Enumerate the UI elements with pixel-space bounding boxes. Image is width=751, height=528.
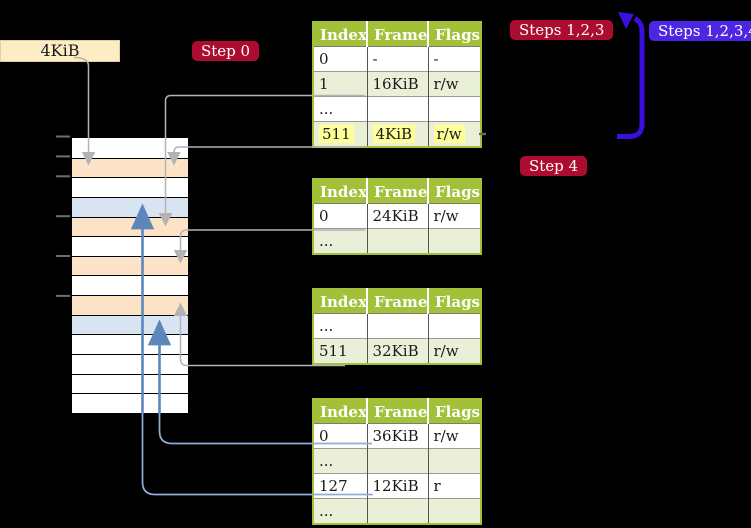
badge-steps-1-2-3-4: Steps 1,2,3,4 bbox=[649, 21, 751, 41]
column-header-flags: Flags bbox=[428, 22, 481, 47]
table-cell bbox=[367, 448, 429, 474]
memory-frame-peach bbox=[72, 255, 188, 276]
table-cell: 32KiB bbox=[367, 338, 429, 364]
table-cell: 127 bbox=[313, 473, 368, 499]
table-cell: 511 bbox=[313, 338, 368, 364]
memory-frame-peach bbox=[72, 295, 188, 315]
column-header-index: Index bbox=[313, 22, 368, 47]
table-cell: 0 bbox=[313, 203, 368, 229]
table-row: ... bbox=[313, 448, 481, 474]
memory-frame-white bbox=[72, 177, 188, 197]
table-cell: r/w bbox=[428, 423, 481, 449]
column-header-flags: Flags bbox=[428, 289, 481, 314]
memory-frame-white bbox=[72, 354, 188, 374]
column-header-flags: Flags bbox=[428, 399, 481, 424]
memory-frame-peach bbox=[72, 157, 188, 178]
memory-frame-blue bbox=[72, 196, 188, 217]
table-row: ... bbox=[313, 498, 481, 524]
strip-tick-marks bbox=[56, 135, 70, 297]
table-cell bbox=[367, 313, 429, 339]
table-cell: 1 bbox=[313, 71, 368, 97]
table-cell: 16KiB bbox=[367, 71, 429, 97]
frame-address-label: 4KiB bbox=[0, 40, 120, 62]
memory-frame-white bbox=[72, 373, 188, 394]
table-cell: 0 bbox=[313, 46, 368, 72]
memory-frame-white bbox=[72, 334, 188, 355]
column-header-flags: Flags bbox=[428, 179, 481, 204]
badge-step-4: Step 4 bbox=[520, 156, 588, 176]
memory-frame-white bbox=[72, 236, 188, 256]
table-row: 0-- bbox=[313, 46, 481, 72]
table-cell: - bbox=[428, 46, 481, 72]
column-header-frame: Frame bbox=[367, 399, 429, 424]
table-cell: 0 bbox=[313, 423, 368, 449]
table-cell: ... bbox=[313, 228, 368, 254]
badge-step-0: Step 0 bbox=[192, 41, 260, 61]
table-cell: 511 bbox=[313, 121, 368, 147]
table-cell: ... bbox=[313, 448, 368, 474]
table-cell: 36KiB bbox=[367, 423, 429, 449]
column-header-frame: Frame bbox=[367, 179, 429, 204]
table-cell bbox=[428, 448, 481, 474]
table-row: ... bbox=[313, 96, 481, 122]
table-cell bbox=[367, 228, 429, 254]
table-cell: 4KiB bbox=[367, 121, 429, 147]
column-header-index: Index bbox=[313, 399, 368, 424]
table-cell: 24KiB bbox=[367, 203, 429, 229]
memory-frame-blue bbox=[72, 314, 188, 335]
recursive-loop-arrow bbox=[617, 12, 645, 139]
table-row: ... bbox=[313, 228, 481, 254]
table-cell: r/w bbox=[428, 121, 481, 147]
table-cell: r bbox=[428, 473, 481, 499]
table-cell: ... bbox=[313, 498, 368, 524]
arrow-l4-entry511-to-4kib-frame bbox=[167, 146, 363, 166]
memory-frame-white bbox=[72, 275, 188, 296]
table-cell: r/w bbox=[428, 338, 481, 364]
table-cell bbox=[367, 498, 429, 524]
memory-frame-white bbox=[72, 393, 188, 413]
column-header-index: Index bbox=[313, 179, 368, 204]
column-header-index: Index bbox=[313, 289, 368, 314]
table-row: ... bbox=[313, 313, 481, 339]
table-cell: r/w bbox=[428, 203, 481, 229]
badge-steps-1-2-3: Steps 1,2,3 bbox=[510, 20, 614, 40]
table-cell bbox=[428, 313, 481, 339]
memory-frame-white bbox=[72, 138, 188, 158]
column-header-frame: Frame bbox=[367, 22, 429, 47]
table-cell: r/w bbox=[428, 71, 481, 97]
table-cell bbox=[428, 498, 481, 524]
table-cell: ... bbox=[313, 96, 368, 122]
memory-frame-peach bbox=[72, 216, 188, 237]
table-cell: ... bbox=[313, 313, 368, 339]
table-cell bbox=[428, 228, 481, 254]
table-cell bbox=[428, 96, 481, 122]
physical-memory-strip bbox=[70, 136, 190, 415]
table-cell: 12KiB bbox=[367, 473, 429, 499]
table-cell bbox=[367, 96, 429, 122]
column-header-frame: Frame bbox=[367, 289, 429, 314]
table-cell: - bbox=[367, 46, 429, 72]
